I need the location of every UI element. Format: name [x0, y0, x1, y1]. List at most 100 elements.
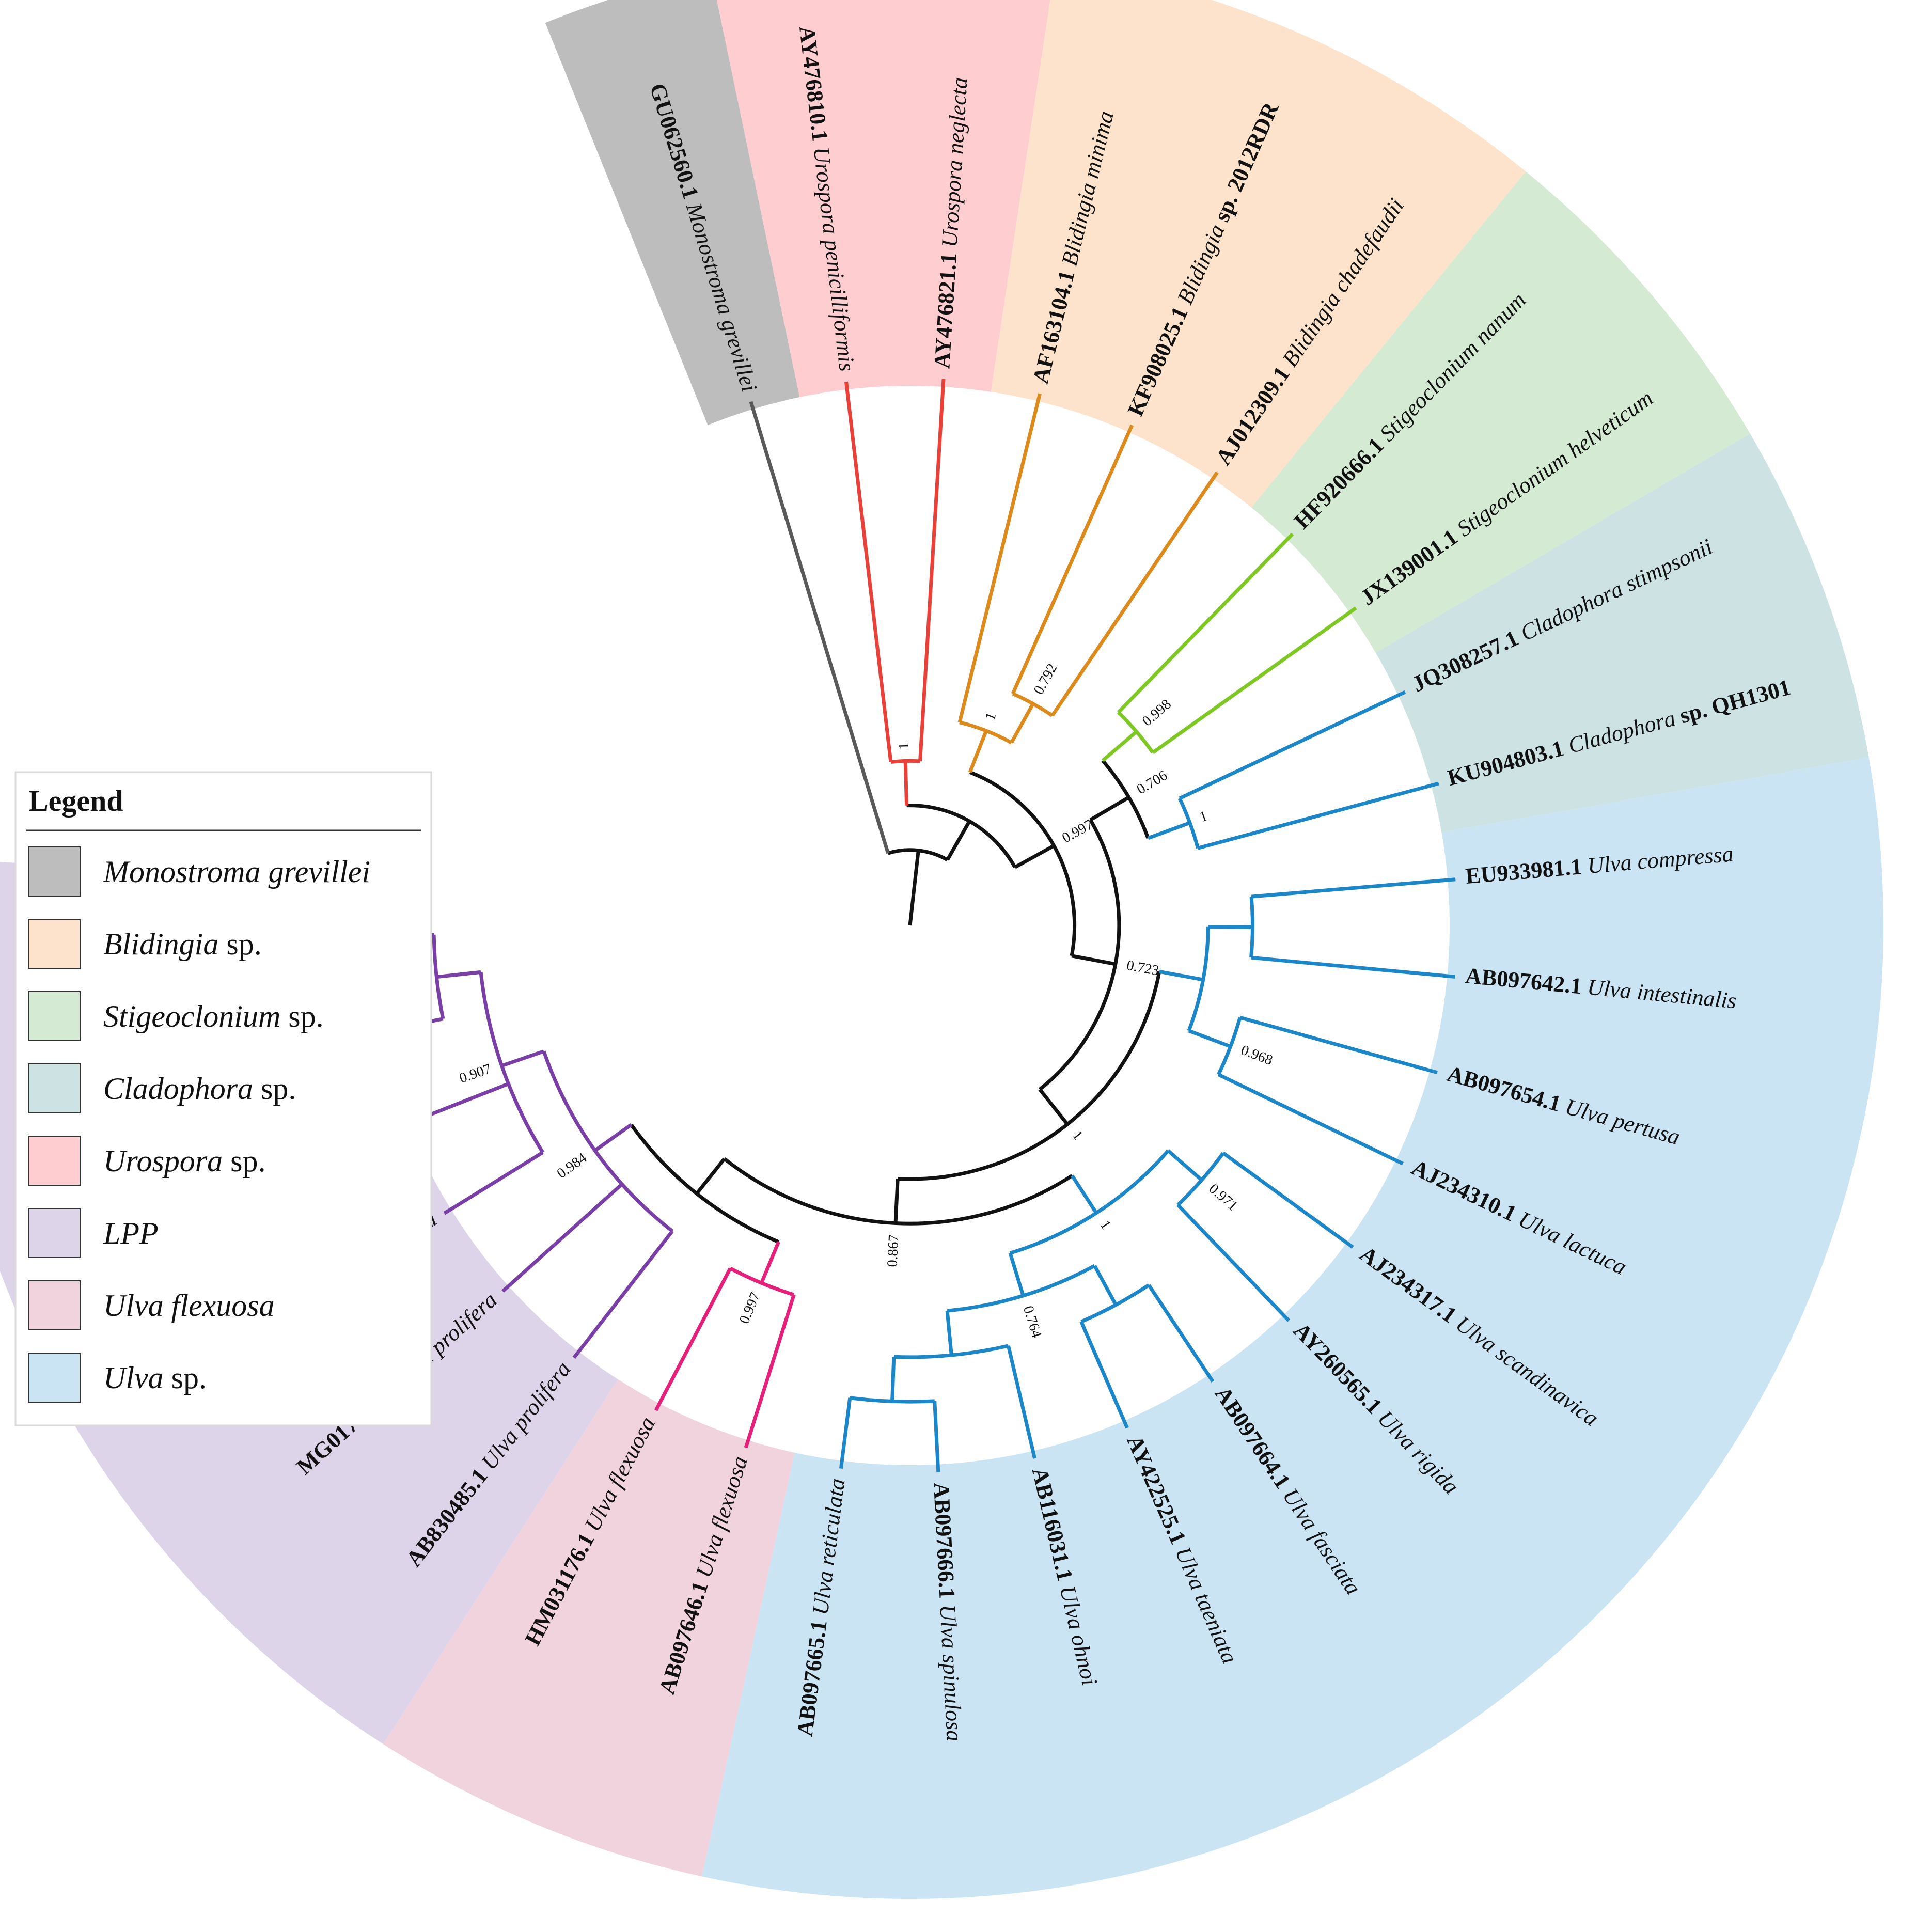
branch-arc	[1039, 819, 1121, 1091]
sector-monostroma	[545, 0, 800, 426]
branch-arc	[890, 759, 920, 764]
support-value: 0.997	[736, 1290, 764, 1326]
legend-swatch	[28, 1208, 81, 1258]
branch-line	[1251, 955, 1455, 979]
branch-line	[968, 730, 988, 773]
legend-genus: Blidingia	[103, 927, 218, 961]
sector-urospora	[716, 0, 1050, 398]
branch-line	[654, 1267, 732, 1411]
branch-line	[1038, 1088, 1069, 1126]
legend-genus: Ulva	[103, 1361, 164, 1395]
legend-label: Blidingia sp.	[103, 927, 262, 961]
support-value: 0.971	[1206, 1181, 1241, 1214]
branch-line	[501, 1183, 623, 1293]
branch-line	[1071, 1174, 1098, 1214]
legend-label: Monostroma grevillei	[103, 855, 370, 889]
branch-line	[918, 379, 946, 762]
branch-line	[1217, 1073, 1404, 1166]
sector-ulva-flexuosa	[383, 1379, 795, 1877]
legend-swatch	[28, 1280, 81, 1330]
branch-line	[1008, 1252, 1025, 1296]
support-value: 0.997	[1059, 816, 1095, 846]
branch-arc	[542, 1050, 674, 1233]
branch-line	[1167, 1149, 1203, 1182]
legend-genus: LPP	[103, 1216, 159, 1250]
legend-suffix: sp.	[164, 1361, 207, 1395]
branch-arc	[1249, 896, 1254, 958]
branch-line	[903, 761, 909, 806]
legend-label: Ulva sp.	[103, 1361, 207, 1395]
legend-swatch	[28, 919, 81, 969]
legend-suffix: sp.	[223, 1144, 265, 1178]
branch-line	[594, 1123, 633, 1152]
support-value: 0.706	[1134, 767, 1170, 798]
branch-line	[1222, 1151, 1354, 1249]
legend-label: Stigeoclonium sp.	[103, 999, 324, 1033]
branch-line	[1089, 795, 1130, 822]
branch-line	[844, 381, 893, 762]
branch-line	[1147, 821, 1191, 840]
branch-arc	[906, 804, 1017, 869]
legend-suffix: sp.	[253, 1072, 296, 1106]
branch-arc	[893, 1344, 1009, 1359]
branch-line	[1071, 954, 1116, 966]
branch-arc	[947, 1264, 1096, 1313]
branch-arc	[479, 971, 544, 1154]
branch-line	[912, 850, 920, 895]
support-value: 0.792	[1031, 661, 1061, 697]
branch-arc	[1117, 711, 1155, 754]
legend-box	[14, 771, 432, 1426]
branch-arc	[723, 1157, 1073, 1226]
branch-line	[744, 1294, 796, 1449]
branch-arc	[1217, 1017, 1242, 1076]
support-value: 0.867	[884, 1234, 902, 1267]
support-value: 1	[1198, 808, 1210, 825]
branch-line	[1010, 702, 1035, 744]
support-value: 0.998	[1139, 696, 1174, 730]
support-value: 0.907	[457, 1061, 493, 1087]
branch-line	[1188, 1029, 1231, 1048]
legend-label: LPP	[103, 1216, 159, 1250]
legend-label: Ulva flexuosa	[103, 1289, 275, 1323]
support-value: 1	[982, 710, 999, 722]
sector-stigeoclonium	[1251, 171, 1750, 653]
branch-arc	[729, 1266, 795, 1297]
sector-cladophora	[1375, 433, 1869, 833]
branch-line	[1117, 532, 1294, 714]
legend-swatch	[28, 1136, 81, 1186]
branch-arc	[898, 971, 1161, 1181]
legend-swatch	[28, 846, 81, 897]
branch-line	[893, 1179, 900, 1223]
legend-title: Legend	[28, 784, 123, 818]
branch-arc	[1009, 1149, 1170, 1255]
tree-branches	[363, 379, 1456, 1472]
legend-genus: Ulva flexuosa	[103, 1289, 275, 1323]
support-value: 0.723	[1125, 957, 1160, 979]
branch-line	[890, 1357, 896, 1402]
branch-line	[839, 1397, 852, 1469]
branch-line	[957, 393, 1042, 723]
branch-line	[443, 1151, 544, 1215]
branch-line	[945, 1310, 953, 1356]
branch-arc	[969, 771, 1077, 956]
support-value: 0.984	[554, 1150, 590, 1182]
branch-arc	[959, 720, 1013, 745]
branch-arc	[1176, 1152, 1225, 1206]
branch-arc	[1080, 1283, 1150, 1324]
branch-arc	[1177, 797, 1200, 849]
legend-swatch	[28, 1353, 81, 1403]
legend-genus: Cladophora	[103, 1072, 253, 1106]
branch-line	[695, 1157, 726, 1195]
branch-line	[1251, 877, 1456, 899]
legend-suffix: sp.	[280, 999, 323, 1033]
branch-line	[1197, 781, 1439, 850]
branch-arc	[850, 1396, 935, 1404]
sector-blidingia	[991, 0, 1526, 508]
legend-label: Urospora sp.	[103, 1144, 266, 1178]
branch-line	[1152, 606, 1357, 755]
branch-line	[749, 401, 890, 854]
support-value: 1	[1069, 1127, 1086, 1143]
branch-line	[760, 1241, 780, 1284]
